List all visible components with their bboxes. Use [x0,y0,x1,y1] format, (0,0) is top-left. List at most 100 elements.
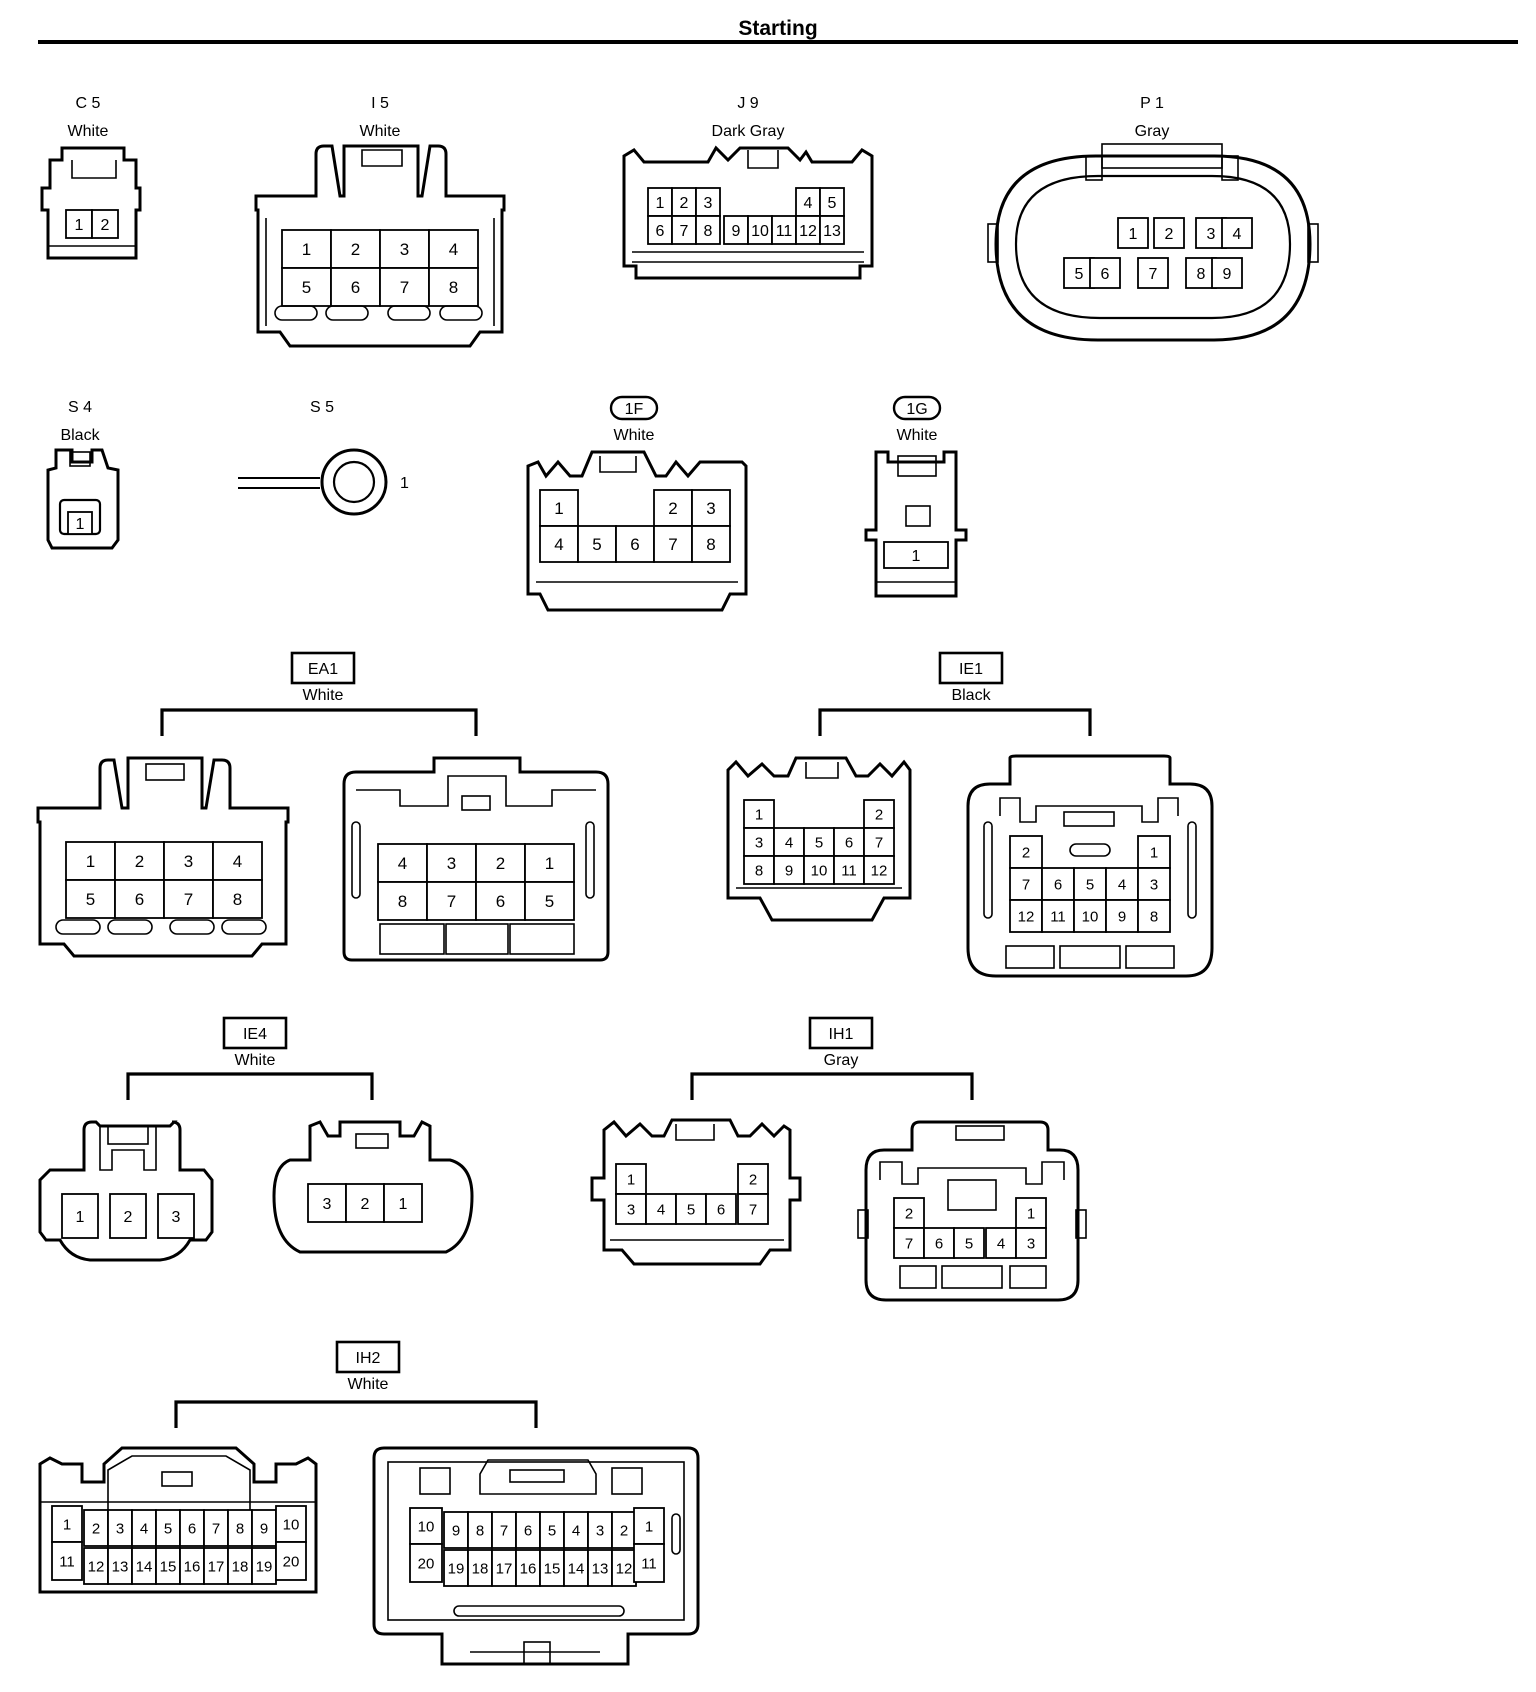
pin-number: 6 [496,892,505,911]
pin-number: 1 [912,548,921,565]
pin-number: 4 [997,1235,1005,1252]
connector-code: EA1 [308,661,338,678]
pin-number: 10 [751,223,769,240]
pin-number: 1 [645,1518,653,1535]
pin-number: 3 [1027,1235,1035,1252]
connector-detail [387,1461,685,1621]
pin-number: 1 [86,852,95,871]
connector-code: IH1 [829,1026,854,1043]
pin-number: 12 [1018,908,1035,925]
pin-number: 16 [520,1560,537,1577]
pin-number: 6 [1101,266,1110,283]
connector-latch [897,455,937,477]
connector-1g: 1G White 1 [864,395,968,598]
pin-number: 8 [1150,908,1158,925]
pin-cell [212,841,263,881]
pin-cell [577,525,617,563]
pin-cell [51,1541,83,1581]
slot [169,919,215,935]
pin-number: 2 [351,240,360,259]
connector-detail [419,1467,451,1495]
pin-number: 5 [1086,876,1094,893]
pin-number: 6 [351,278,360,297]
pin-number: 19 [256,1558,273,1575]
pin-number: 9 [785,862,793,879]
pin-number: 8 [755,862,763,879]
pin-number: 5 [592,535,601,554]
pin-number: 12 [616,1560,633,1577]
connector-latch [161,1471,193,1487]
group-bracket [690,1072,974,1100]
pin-number: 4 [1233,226,1242,243]
pin-cell [1073,899,1107,933]
pin-number: 7 [400,278,409,297]
connector-detail [99,1126,157,1171]
pin-number: 5 [1075,266,1084,283]
connector-color: White [68,123,109,140]
pin-number: 5 [815,834,823,851]
pin-number: 2 [92,1520,100,1537]
pin-number: 1 [554,499,563,518]
pin-number: 1 [75,217,84,234]
slot [439,305,483,321]
pin-number: 8 [233,890,242,909]
pin-cell [1089,257,1121,289]
pin-cell [587,1549,613,1587]
pin-number: 7 [1022,876,1030,893]
pin-number: 3 [627,1201,635,1218]
pin-cell [1015,1227,1047,1259]
pin-cell [251,1509,277,1547]
group-bracket [818,708,1092,736]
pin-cell [695,215,721,245]
connector-detail [71,160,117,179]
pin-number: 7 [184,890,193,909]
pin-number: 1 [400,475,409,492]
pin-cell [475,881,526,921]
connector-color: Dark Gray [712,123,785,140]
connector-side-slot [351,821,361,899]
connector-detail [479,1459,597,1495]
pin-number: 3 [323,1196,332,1213]
pin-number: 1 [63,1516,71,1533]
ring-terminal [320,448,388,516]
pin-cell [51,1505,83,1543]
pin-cell [383,1183,423,1223]
pin-number: 5 [302,278,311,297]
pin-cell [539,489,579,527]
connector-code: I 5 [371,95,389,112]
pin-number: 9 [452,1522,460,1539]
pin-number: 8 [398,892,407,911]
connector-housing [40,146,142,260]
pin-number: 1 [302,240,311,259]
connector-latch-tab [905,505,931,527]
connector-color: Gray [824,1052,859,1069]
pin-number: 8 [236,1520,244,1537]
pin-number: 4 [233,852,242,871]
pin-number: 6 [845,834,853,851]
connector-housing-mating [966,754,1214,978]
connector-code: C 5 [76,95,101,112]
pin-cell [275,1505,307,1543]
connector-side-tab [857,1209,869,1239]
pin-number: 13 [823,223,841,240]
pin-number: 3 [596,1522,604,1539]
connector-code-badge [222,1016,288,1050]
connector-latch [523,1641,551,1665]
connector-code-badge [808,1016,874,1050]
pin-number: 6 [717,1201,725,1218]
pin-cell [91,209,119,239]
pin-cell [647,187,673,217]
group-bracket [160,708,478,736]
pin-cell [1063,257,1095,289]
pin-number: 6 [630,535,639,554]
pin-cell [893,1227,925,1259]
pin-cell [377,881,428,921]
